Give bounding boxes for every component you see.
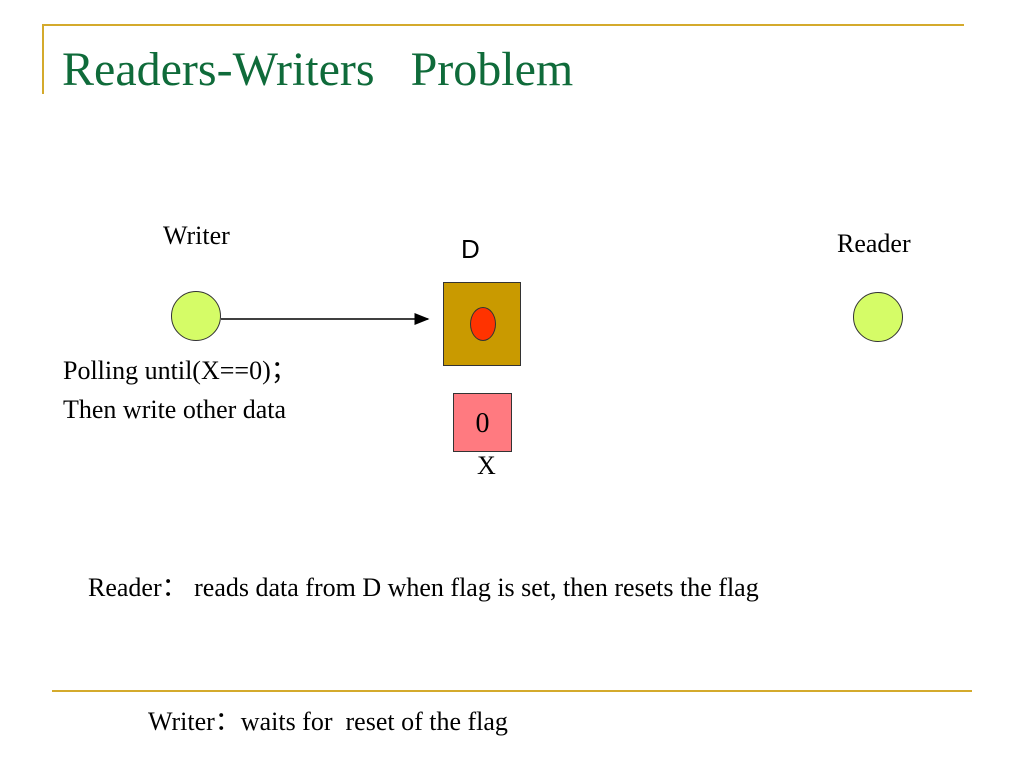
writer-note-line1: Polling until(X==0)； (63, 356, 297, 385)
slide-title: Readers-Writers Problem (62, 43, 574, 96)
frame-left-rule (42, 24, 44, 94)
writer-description: Writer：waits for reset of the flag (148, 707, 508, 736)
buffer-label: D (461, 234, 480, 264)
reader-label: Reader (837, 229, 911, 258)
buffer-flag-dot (470, 307, 496, 341)
writer-node (171, 291, 221, 341)
flag-box: 0 (453, 393, 512, 452)
reader-node (853, 292, 903, 342)
flag-label: X (477, 451, 496, 480)
buffer-box (443, 282, 521, 366)
frame-bottom-rule (52, 690, 972, 692)
writer-note-line2: Then write other data (63, 395, 287, 424)
writer-label: Writer (163, 221, 230, 250)
reader-description: Reader： reads data from D when flag is s… (88, 573, 759, 602)
frame-top-rule (42, 24, 964, 26)
